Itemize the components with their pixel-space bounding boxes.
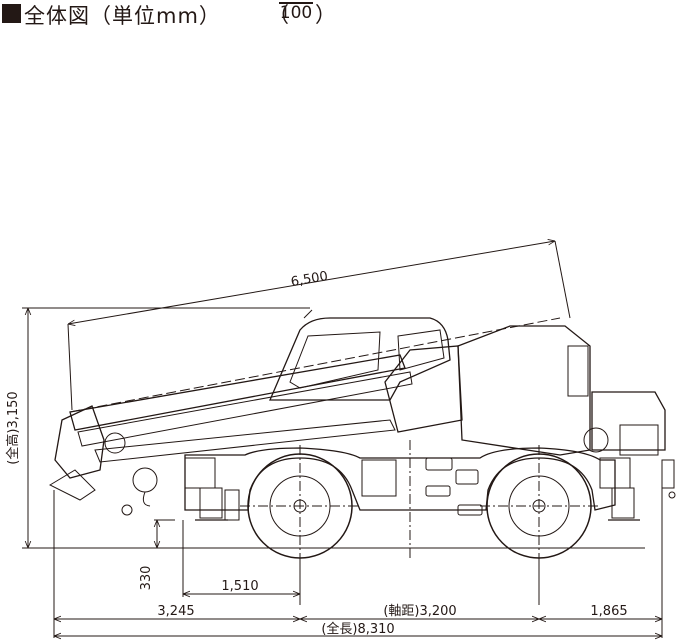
rear-hitch [668,491,676,499]
boom-length-dim [68,241,555,324]
carrier-chassis [184,447,616,511]
chassis-box [455,469,479,485]
counterweight [457,325,591,456]
boom-cylinder [94,419,396,463]
engine-housing [591,391,666,451]
fraction-bar [279,2,313,4]
overall-height-label: (全高)3,150 [5,391,21,464]
radiator [619,424,659,456]
cab-window [397,329,445,371]
cab-light [303,309,313,319]
cab-window [289,331,381,389]
front-bumper [48,469,96,501]
chassis-box [425,485,451,497]
boom-lower [77,371,413,447]
hook-block [132,467,158,493]
counterweight-block [567,345,589,397]
front-outrigger [184,457,240,521]
boom-length-ext [554,240,571,319]
scale-open-paren: （ [268,3,289,27]
rear-outrigger [599,457,640,521]
title-square-bullet [2,4,21,23]
overall-length-label: (全長)8,310 [321,621,394,637]
ground-clearance-label: 330 [139,566,154,591]
tail-lamp [661,459,675,489]
drawing-title: 全体図（単位mm） （ 100 ） [0,0,360,30]
chassis-box [457,504,483,516]
scale-denominator: 100 [279,3,313,23]
hook [142,491,151,507]
rear-overhang-label: 1,865 [590,604,627,619]
front-overhang-label: 3,245 [157,604,194,619]
outrigger-offset-label: 1,510 [221,579,258,594]
wheelbase-label: (軸距)3,200 [383,604,456,619]
chassis-box [425,457,453,471]
scale-fraction: 100 [275,0,317,27]
boom-center-line [69,317,561,413]
sheave [104,432,126,454]
title-text: 全体図（単位mm） [24,4,221,28]
boom [69,354,406,431]
boom-length-ext [67,323,73,411]
tow-ring [121,504,133,516]
boom-head [54,405,105,479]
boom-length-label: 6,500 [290,269,329,290]
rear-light [583,427,609,453]
chassis-panel [361,459,397,497]
scale-close-paren: ） [315,3,336,27]
